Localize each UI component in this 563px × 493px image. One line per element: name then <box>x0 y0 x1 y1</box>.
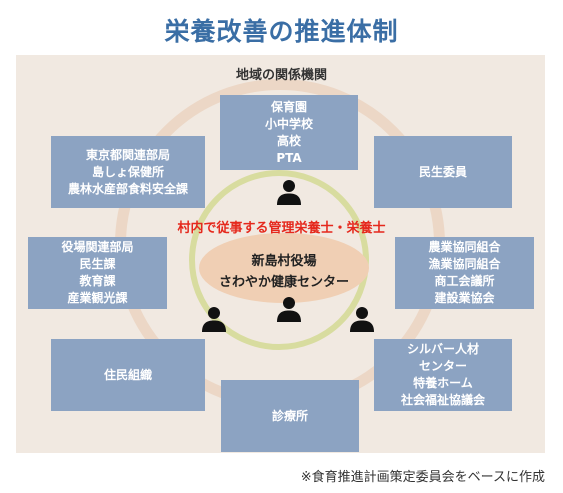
box-line: 社会福祉協議会 <box>400 393 485 407</box>
box-line: 特養ホーム <box>413 376 473 390</box>
box-line: 農業協同組合 <box>428 240 501 254</box>
box-line: 民生課 <box>79 257 116 271</box>
box-line: 役場関連部局 <box>61 240 134 254</box>
box-line: 教育課 <box>79 274 116 288</box>
box-line: 小中学校 <box>264 116 313 131</box>
person-icon <box>277 297 301 322</box>
box-clinic: 診療所 <box>221 380 359 452</box>
box-line: シルバー人材 <box>406 342 479 356</box>
box-line: 商工会議所 <box>434 274 495 288</box>
person-icon <box>350 307 374 332</box>
box-line: センター <box>418 359 467 373</box>
box-line: PTA <box>276 150 302 165</box>
box-village-departments: 役場関連部局 民生課 教育課 産業観光課 <box>28 237 167 309</box>
center-line-village-office: 新島村役場 <box>251 254 317 269</box>
center-line-health-center: さわやか健康センター <box>218 275 349 290</box>
box-line: 産業観光課 <box>67 291 128 305</box>
box-schools: 保育園 小中学校 高校 PTA <box>220 95 358 170</box>
box-line: 建設業協会 <box>434 291 495 305</box>
box-line: 高校 <box>276 133 301 148</box>
box-line: 農林水産部食料安全課 <box>67 181 188 196</box>
box-tokyo-agencies: 東京都関連部局 島しょ保健所 農林水産部食料安全課 <box>51 136 205 208</box>
box-cooperatives: 農業協同組合 漁業協同組合 商工会議所 建設業協会 <box>395 237 534 309</box>
center-oval <box>199 233 369 303</box>
box-line: 住民組織 <box>103 367 152 382</box>
page-title: 栄養改善の推進体制 <box>164 17 399 46</box>
box-line: 東京都関連部局 <box>85 147 170 162</box>
footnote: ※食育推進計画策定委員会をベースに作成 <box>300 470 545 485</box>
region-label: 地域の関係機関 <box>235 68 327 83</box>
box-line: 漁業協同組合 <box>428 257 501 271</box>
person-icon <box>277 180 301 205</box>
box-line: 診療所 <box>271 408 308 423</box>
box-welfare-commissioners: 民生委員 <box>374 136 512 208</box>
box-resident-organizations: 住民組織 <box>51 339 205 411</box>
box-line: 民生委員 <box>418 164 467 179</box>
dietitian-label: 村内で従事する管理栄養士・栄養士 <box>177 221 386 236</box>
box-line: 保育園 <box>270 99 307 114</box>
box-line: 島しょ保健所 <box>91 164 164 179</box>
box-welfare-organizations: シルバー人材 センター 特養ホーム 社会福祉協議会 <box>374 339 512 411</box>
person-icon <box>202 307 226 332</box>
